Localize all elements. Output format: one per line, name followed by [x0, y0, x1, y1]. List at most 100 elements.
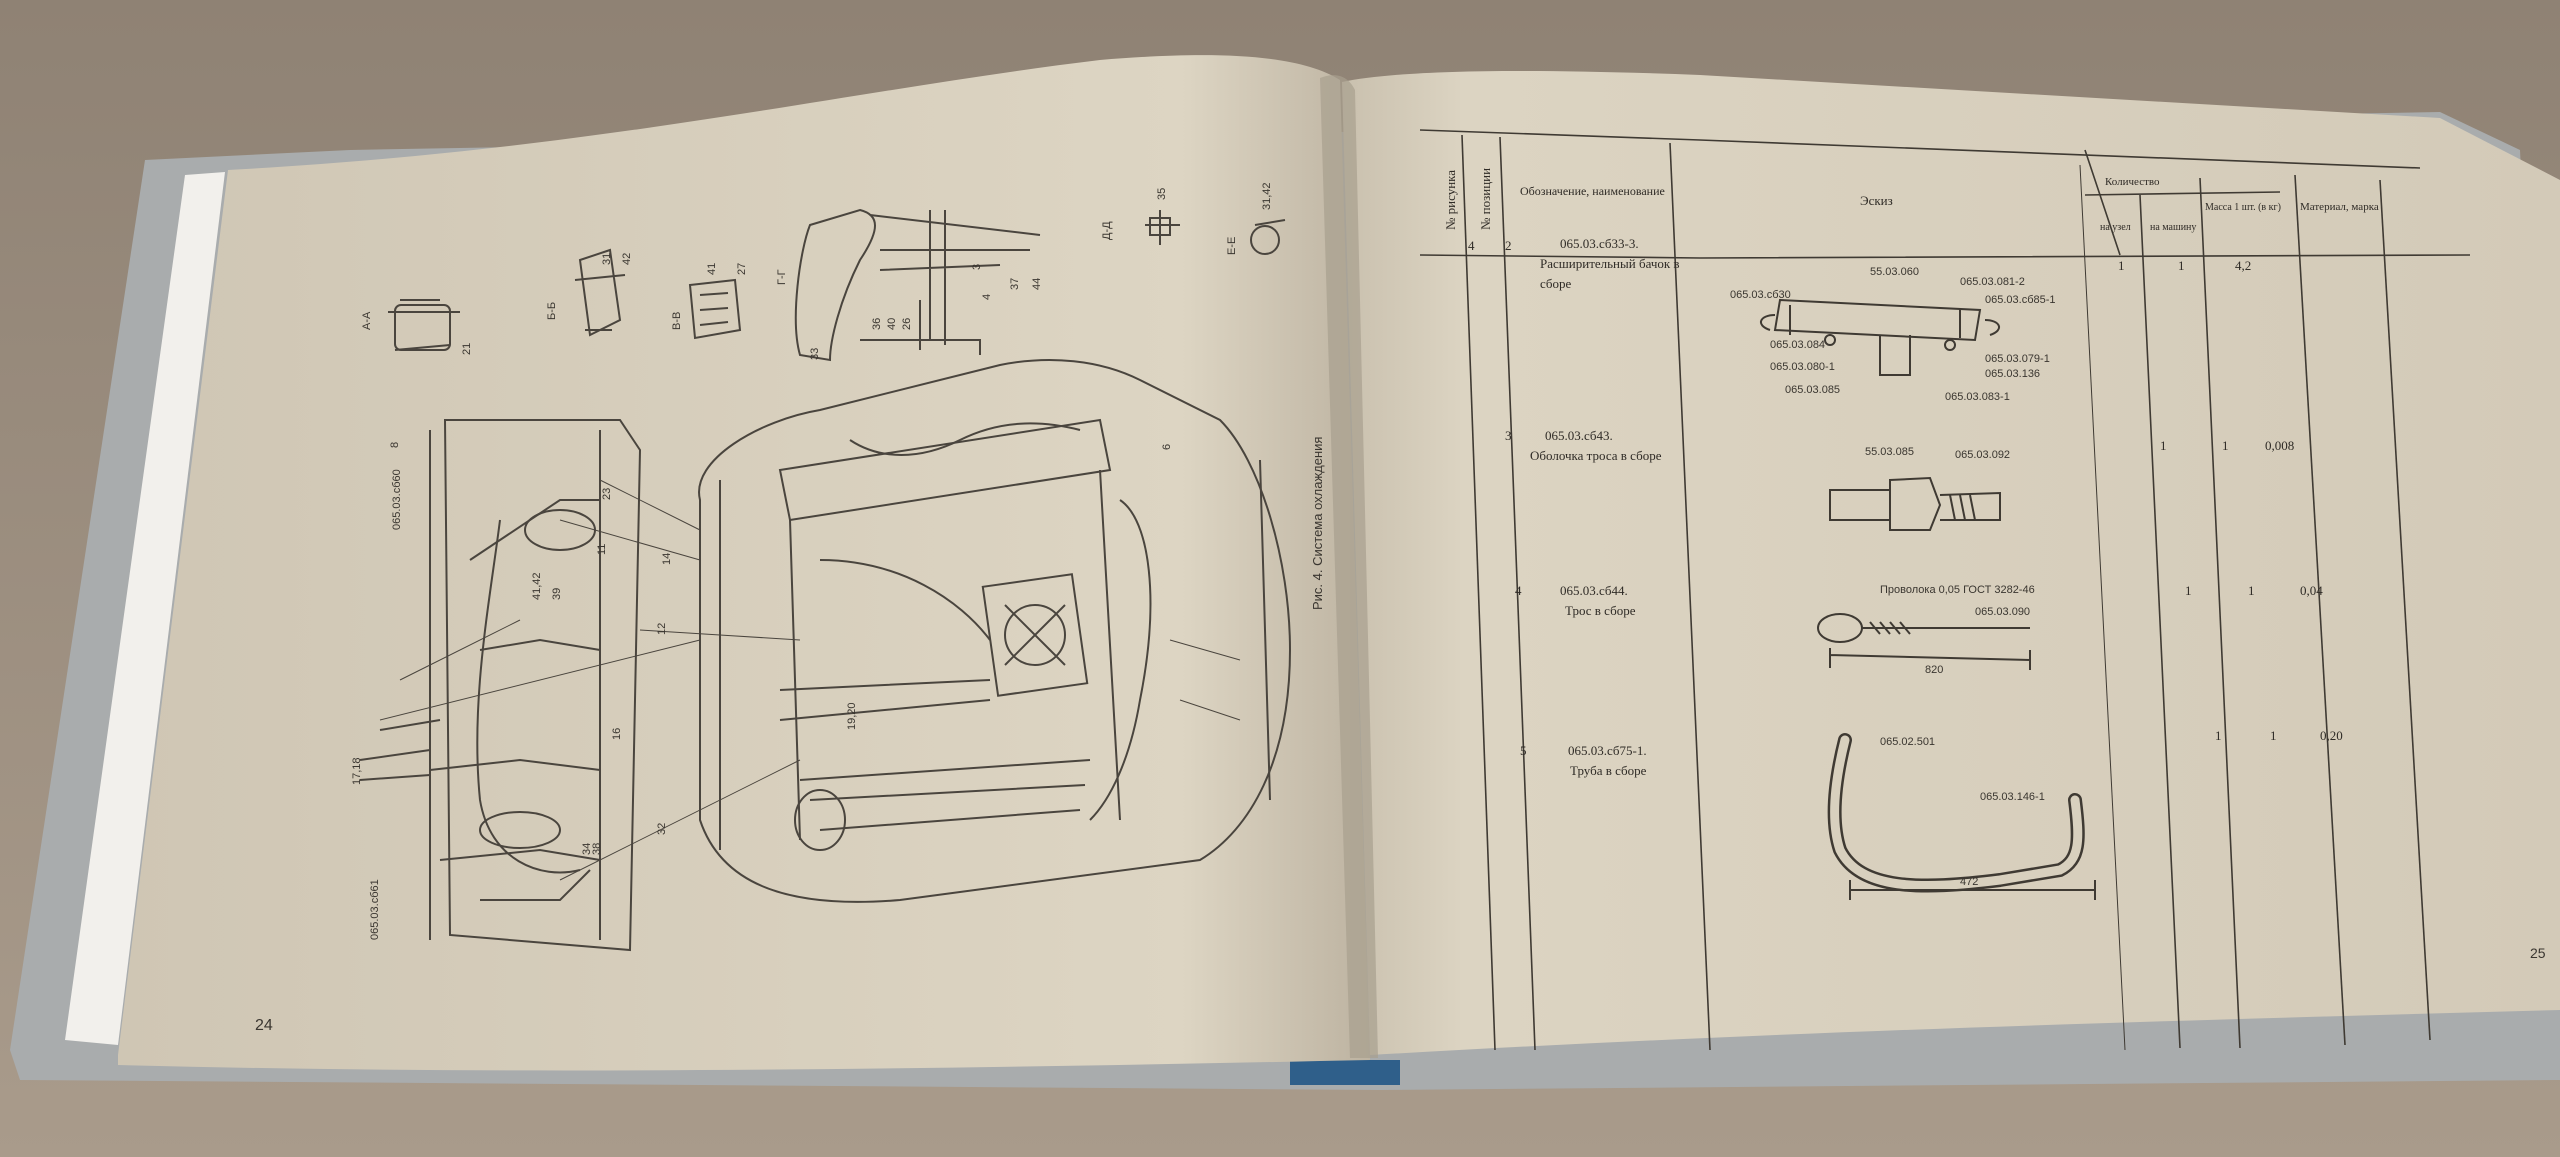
row-mass: 0,04 [2300, 583, 2323, 598]
row-name-code: 065.03.сб33-3. [1560, 236, 1639, 251]
row-name-desc: Труба в сборе [1570, 763, 1647, 778]
callout-label: 36 [871, 318, 883, 330]
detail-sketch-ee [1250, 219, 1286, 255]
row-qty-unit: 1 [2118, 258, 2125, 273]
row-qty-car: 1 [2178, 258, 2185, 273]
header-material: Материал, марка [2300, 201, 2379, 213]
figure-caption: Рис. 4. Система охлаждения [1310, 437, 1325, 610]
detail-sketch-aa [388, 299, 460, 351]
sketch-label: 065.03.081-2 [1960, 276, 2025, 288]
sketch-cable-sheath [1829, 476, 2001, 531]
detail-sketch-bb [574, 248, 626, 337]
sketch-cable [1817, 613, 2031, 670]
right-page [1342, 70, 2560, 1056]
left-page [118, 55, 1370, 1071]
row-mass: 4,2 [2235, 258, 2251, 273]
callout-label: 37 [1009, 278, 1021, 290]
row-name-desc: Трос в сборе [1565, 603, 1636, 618]
header-mass: Масса 1 шт. (в кг) [2205, 202, 2281, 213]
header-qty: Количество [2105, 176, 2160, 188]
sketch-label: 065.03.сб85-1 [1985, 294, 2056, 306]
section-label-vv: В-В [671, 312, 683, 330]
header-qty-unit: на узел [2100, 222, 2131, 233]
row-mass: 0,008 [2265, 438, 2294, 453]
sketch-label: 065.03.080-1 [1770, 361, 1835, 373]
callout-label: 065.03.сб61 [369, 879, 381, 940]
chassis-side-view [359, 419, 642, 952]
row-name-desc2: сборе [1540, 276, 1572, 291]
row-fig: 4 [1468, 238, 1475, 253]
callout-label: 42 [621, 253, 633, 265]
detail-sketch-gg-bracket [794, 208, 1041, 362]
row-qty-unit: 1 [2215, 728, 2222, 743]
sketch-label: 065.03.092 [1955, 449, 2010, 461]
callout-label: 27 [736, 263, 748, 275]
row-qty-unit: 1 [2185, 583, 2192, 598]
callout-label: 23 [601, 488, 613, 500]
callout-label: 41,42 [531, 572, 543, 600]
callout-label: 38 [591, 843, 603, 855]
callout-label: 40 [886, 318, 898, 330]
row-qty-car: 1 [2270, 728, 2277, 743]
row-qty-unit: 1 [2160, 438, 2167, 453]
row-pos: 4 [1515, 583, 1522, 598]
callout-label: 31 [601, 253, 613, 265]
row-name-desc: Расширительный бачок в [1540, 256, 1680, 271]
callout-label: 39 [551, 588, 563, 600]
sketch-label: Проволока 0,05 ГОСТ 3282-46 [1880, 584, 2035, 596]
sketch-expansion-tank [1760, 298, 2000, 376]
callout-label: 17,18 [351, 757, 363, 785]
row-name-code: 065.03.сб43. [1545, 428, 1613, 443]
callout-label: 11 [596, 544, 608, 555]
callout-label: 6 [1161, 444, 1173, 450]
sketch-label: 55.03.060 [1870, 266, 1919, 278]
callout-label: 14 [661, 553, 673, 565]
sketch-label: 065.03.083-1 [1945, 391, 2010, 403]
row-mass: 0,20 [2320, 728, 2343, 743]
table-row: 4 2 065.03.сб33-3. Расширительный бачок … [1468, 236, 2251, 291]
gutter-shadow [1320, 75, 1378, 1058]
row-name-code: 065.03.сб44. [1560, 583, 1628, 598]
sketch-label: 065.02.501 [1880, 736, 1935, 748]
callout-label: 065.03.сб60 [391, 469, 403, 530]
section-label-gg: Г-Г [776, 269, 788, 285]
table-row: 4 065.03.сб44. Трос в сборе 1 1 0,04 [1515, 583, 2323, 618]
header-qty-car: на машину [2150, 222, 2196, 233]
callout-label: 44 [1031, 278, 1043, 290]
leader-lines [379, 479, 1241, 881]
sketch-label: 065.03.136 [1985, 368, 2040, 380]
table-row: 5 065.03.сб75-1. Труба в сборе 1 1 0,20 [1520, 728, 2343, 778]
section-label-ee: Е-Е [1226, 237, 1238, 255]
header-pos: № позиции [1478, 168, 1493, 230]
row-pos: 5 [1520, 743, 1527, 758]
right-page-number: 25 [2530, 945, 2546, 961]
callout-label: 41 [706, 263, 718, 275]
callout-label: 8 [389, 442, 401, 448]
sketch-label: 065.03.сб30 [1730, 289, 1791, 301]
sketch-label: 55.03.085 [1865, 446, 1914, 458]
left-page-number: 24 [255, 1017, 273, 1034]
callout-label: 21 [461, 343, 473, 355]
section-label-bb: Б-Б [546, 302, 558, 320]
sketch-label: 065.03.085 [1785, 384, 1840, 396]
sketch-label: 065.03.079-1 [1985, 353, 2050, 365]
sketch-pipe [1827, 733, 2096, 900]
detail-sketch-dd [1145, 210, 1180, 245]
callout-label: 34 [581, 843, 593, 855]
callout-label: 3 [971, 264, 983, 270]
callout-label: 26 [901, 318, 913, 330]
callout-label: 19,20 [846, 702, 858, 730]
callout-label: 35 [1156, 188, 1168, 200]
table-row: 3 065.03.сб43. Оболочка троса в сборе 1 … [1505, 428, 2294, 463]
sketch-label: 065.03.146-1 [1980, 791, 2045, 803]
row-name-desc: Оболочка троса в сборе [1530, 448, 1662, 463]
callout-label: 12 [656, 623, 668, 635]
parts-table [1419, 129, 2471, 1051]
callout-label: 16 [611, 728, 623, 740]
row-qty-car: 1 [2248, 583, 2255, 598]
section-label-dd: Д-Д [1101, 221, 1113, 240]
header-sketch: Эскиз [1860, 193, 1893, 208]
callout-label: 4 [981, 294, 993, 300]
sketch-label: 820 [1925, 664, 1943, 676]
